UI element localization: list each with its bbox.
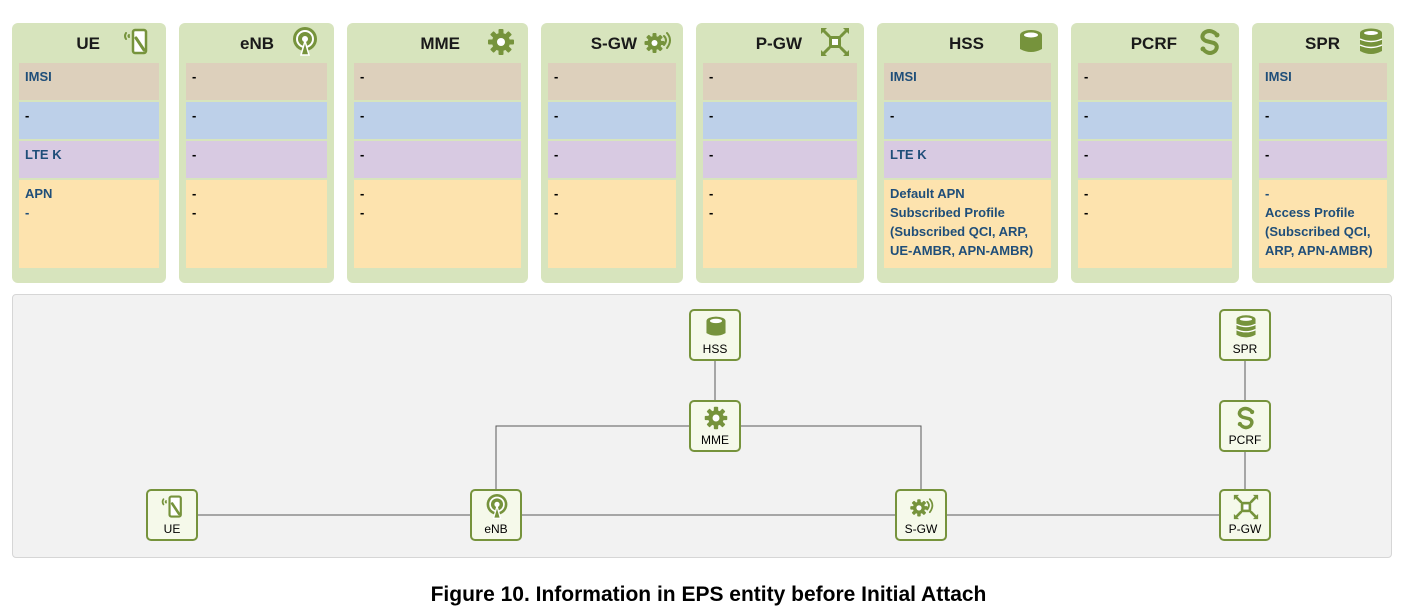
database-icon [1016, 27, 1046, 57]
node-label-pgw: P-GW [1228, 522, 1262, 536]
database-stack-icon [1356, 27, 1386, 57]
row-2: - [354, 102, 521, 139]
panel-header: P-GW [696, 23, 864, 61]
node-label-sgw: S-GW [904, 522, 938, 536]
row-2: - [884, 102, 1051, 139]
policy-s-icon [1195, 27, 1225, 57]
row-identity: IMSI [884, 63, 1051, 100]
row-profile: Default APN Subscribed Profile (Subscrib… [884, 180, 1051, 268]
node-label-mme: MME [701, 433, 729, 447]
link-enb-mme [495, 425, 689, 489]
database-stack-icon [1233, 314, 1259, 340]
panel-title-spr: SPR [1305, 34, 1340, 53]
node-label-pcrf: PCRF [1228, 433, 1262, 447]
row-2: - [1259, 102, 1387, 139]
row-2: - [703, 102, 857, 139]
row-profile: - - [1078, 180, 1232, 268]
row-profile: APN - [19, 180, 159, 268]
row-key: - [1078, 141, 1232, 178]
node-label-ue: UE [163, 522, 181, 536]
antenna-tower-icon [290, 27, 320, 57]
phone-antenna-icon [160, 494, 186, 520]
node-pgw: P-GW [1219, 489, 1271, 541]
row-key: - [354, 141, 521, 178]
panel-header: S-GW [541, 23, 683, 61]
panel-header: UE [12, 23, 166, 61]
row-2: - [186, 102, 327, 139]
gear-icon [486, 27, 516, 57]
panel-sgw: S-GW - - - - - [541, 23, 683, 283]
panel-title-pgw: P-GW [755, 34, 802, 53]
network-diagram: UE eNB MME HSS S-GW P-GW PCRF SPR [12, 294, 1392, 558]
panel-ue: UE IMSI - LTE K APN - [12, 23, 166, 283]
row-identity: IMSI [19, 63, 159, 100]
gear-icon [703, 405, 729, 431]
panel-pgw: P-GW - - - - - [696, 23, 864, 283]
panel-title-sgw: S-GW [590, 34, 637, 53]
panel-pcrf: PCRF - - - - - [1071, 23, 1239, 283]
node-pcrf: PCRF [1219, 400, 1271, 452]
panel-header: eNB [179, 23, 334, 61]
panel-enb: eNB - - - - - [179, 23, 334, 283]
row-2: - [548, 102, 676, 139]
node-hss: HSS [689, 309, 741, 361]
node-label-hss: HSS [702, 342, 728, 356]
panel-title-ue: UE [76, 34, 100, 53]
gateway-icon [820, 27, 850, 57]
row-key: - [1259, 141, 1387, 178]
row-key: - [703, 141, 857, 178]
row-key: - [186, 141, 327, 178]
row-profile: - - [186, 180, 327, 268]
panel-title-enb: eNB [239, 34, 274, 53]
row-key: LTE K [884, 141, 1051, 178]
panel-spr: SPR IMSI - - - Access Profile (Subscribe… [1252, 23, 1394, 283]
panel-hss: HSS IMSI - LTE K Default APN Subscribed … [877, 23, 1058, 283]
antenna-tower-icon [484, 494, 510, 520]
gateway-icon [1233, 494, 1259, 520]
database-icon [703, 314, 729, 340]
panel-mme: MME - - - - - [347, 23, 528, 283]
row-2: - [1078, 102, 1232, 139]
row-identity: IMSI [1259, 63, 1387, 100]
row-identity: - [703, 63, 857, 100]
connection-lines [197, 361, 1246, 516]
row-profile: - - [548, 180, 676, 268]
policy-s-icon [1233, 405, 1259, 431]
row-identity: - [548, 63, 676, 100]
row-key: LTE K [19, 141, 159, 178]
link-mme-sgw [741, 425, 922, 489]
row-identity: - [1078, 63, 1232, 100]
node-label-spr: SPR [1232, 342, 1258, 356]
panel-title-mme: MME [420, 34, 460, 53]
row-profile: - - [354, 180, 521, 268]
figure-caption: Figure 10. Information in EPS entity bef… [430, 583, 987, 606]
node-ue: UE [146, 489, 198, 541]
panel-title-pcrf: PCRF [1130, 34, 1177, 53]
row-profile: - Access Profile (Subscribed QCI, ARP, A… [1259, 180, 1387, 268]
node-label-enb: eNB [484, 522, 508, 536]
panel-header: MME [347, 23, 528, 61]
panel-header: HSS [877, 23, 1058, 61]
node-enb: eNB [470, 489, 522, 541]
node-sgw: S-GW [895, 489, 947, 541]
gear-signal-icon [643, 27, 673, 57]
node-mme: MME [689, 400, 741, 452]
row-identity: - [186, 63, 327, 100]
phone-antenna-icon [122, 27, 152, 57]
row-identity: - [354, 63, 521, 100]
panel-header: SPR [1252, 23, 1394, 61]
row-2: - [19, 102, 159, 139]
panel-title-hss: HSS [949, 34, 984, 53]
node-spr: SPR [1219, 309, 1271, 361]
row-key: - [548, 141, 676, 178]
row-profile: - - [703, 180, 857, 268]
gear-signal-icon [909, 494, 935, 520]
panel-header: PCRF [1071, 23, 1239, 61]
